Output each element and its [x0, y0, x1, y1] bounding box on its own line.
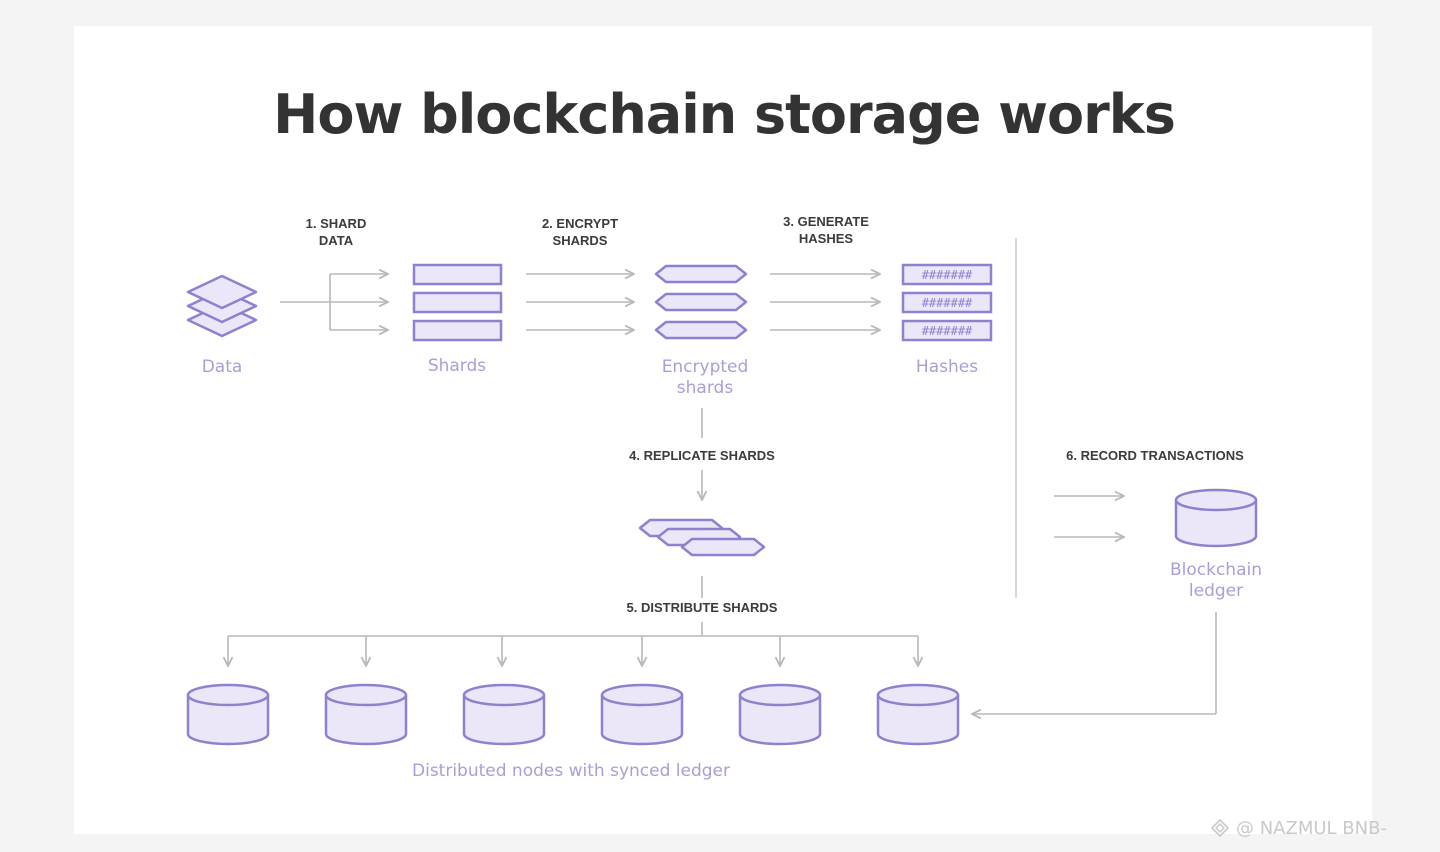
step-2-line-1: 2. ENCRYPT — [542, 216, 618, 231]
diamond-logo-icon — [1210, 818, 1230, 838]
step-2-label: 2. ENCRYPT SHARDS — [542, 216, 618, 248]
diagram-title: How blockchain storage works — [273, 83, 1175, 146]
database-node-icon — [600, 683, 684, 746]
diagram-card — [74, 26, 1372, 834]
step-3-line-2: HASHES — [799, 231, 854, 246]
hash-block — [901, 263, 993, 286]
encrypted-shard — [654, 320, 748, 340]
step-2-line-2: SHARDS — [553, 233, 608, 248]
encrypted-shard — [654, 264, 748, 284]
database-node-icon — [186, 683, 270, 746]
database-node-icon — [738, 683, 822, 746]
shard-block — [412, 319, 503, 342]
ledger-database-icon — [1174, 488, 1258, 548]
ledger-label-2: ledger — [1189, 581, 1243, 601]
ledger-sync-arrow — [972, 612, 1217, 714]
hashes-label: Hashes — [916, 357, 978, 377]
step-6-label: 6. RECORD TRANSACTIONS — [1066, 448, 1244, 463]
encrypted-shards-label-2: shards — [677, 378, 734, 398]
hash-text: ####### — [922, 324, 973, 338]
shard-split-arrows — [280, 274, 388, 330]
data-layers-icon — [186, 274, 258, 338]
watermark-text: @ NAZMUL BNB- — [1236, 817, 1387, 839]
data-label: Data — [202, 357, 243, 377]
step-3-line-1: 3. GENERATE — [783, 214, 869, 229]
encrypt-arrows — [526, 274, 634, 330]
database-node-icon — [876, 683, 960, 746]
shard-block — [412, 291, 503, 314]
hash-blocks: ####### ####### ####### — [901, 263, 993, 342]
shard-blocks — [412, 263, 503, 342]
database-node-icon — [462, 683, 546, 746]
distribute-arrows — [228, 576, 918, 666]
step-3-label: 3. GENERATE HASHES — [783, 214, 869, 246]
watermark: @ NAZMUL BNB- — [1210, 816, 1387, 840]
ledger-label-1: Blockchain — [1170, 560, 1262, 580]
distributed-nodes — [186, 683, 960, 746]
step-1-line-1: 1. SHARD — [306, 216, 367, 231]
hash-text: ####### — [922, 296, 973, 310]
step-1-label: 1. SHARD DATA — [306, 216, 367, 248]
hash-text: ####### — [922, 268, 973, 282]
shards-label: Shards — [428, 356, 486, 376]
nodes-label: Distributed nodes with synced ledger — [412, 761, 730, 781]
hash-block — [901, 291, 993, 314]
step-4-label: 4. REPLICATE SHARDS — [629, 448, 775, 463]
encrypted-shards-label-1: Encrypted — [662, 357, 749, 377]
encrypted-shard-blocks — [654, 264, 748, 340]
replicated-shards-icon — [638, 518, 766, 557]
hash-block — [901, 319, 993, 342]
database-node-icon — [324, 683, 408, 746]
encrypted-shard — [654, 292, 748, 312]
record-arrows — [1054, 496, 1124, 537]
step-1-line-2: DATA — [319, 233, 354, 248]
step-5-label: 5. DISTRIBUTE SHARDS — [627, 600, 778, 615]
hash-arrows — [770, 274, 880, 330]
shard-block — [412, 263, 503, 286]
